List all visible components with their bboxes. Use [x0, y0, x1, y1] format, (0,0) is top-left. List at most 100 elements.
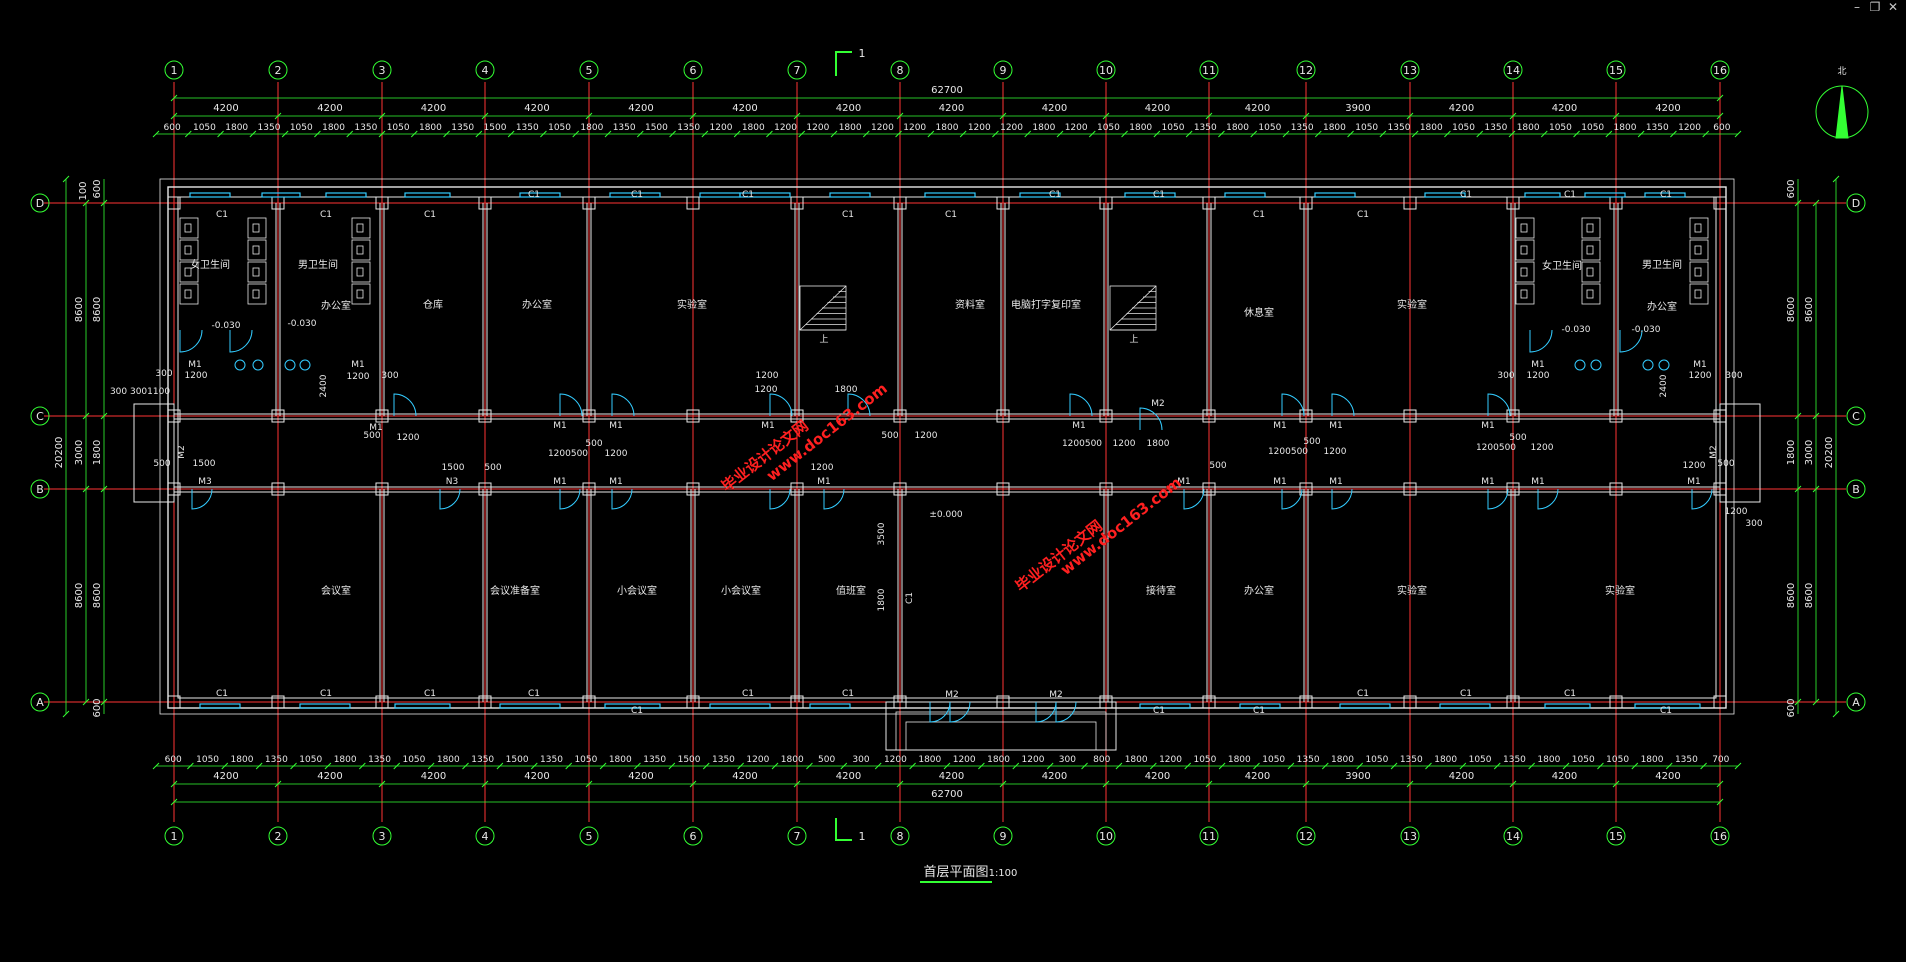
window — [261, 192, 301, 198]
door-label-m1: M1 — [369, 423, 383, 433]
dimension-tick — [217, 130, 224, 138]
grid-bubble — [1296, 60, 1316, 80]
dimension-tick — [565, 762, 573, 770]
dim-text: 1200 — [347, 372, 370, 382]
structural-column — [582, 482, 596, 496]
structural-column — [478, 409, 492, 423]
dimension-text: 1200 — [903, 123, 926, 133]
dimension-text: 1350 — [451, 123, 474, 133]
grid-bubble-label: B — [36, 483, 44, 496]
structural-column — [582, 409, 596, 423]
dimension-text: 4200 — [732, 103, 757, 114]
window-layer — [189, 192, 1701, 709]
window — [1544, 703, 1591, 709]
dimension-text: 1350 — [712, 755, 735, 765]
dimension-text: 1050 — [548, 123, 571, 133]
grid-bubble — [1096, 826, 1116, 846]
dim-text: 1200 — [915, 431, 938, 441]
dimension-text: 1350 — [1297, 755, 1320, 765]
grid-bubble-label: 12 — [1299, 830, 1313, 843]
grid-bubble-label: 16 — [1713, 830, 1727, 843]
dimension-tick — [393, 762, 401, 770]
wc-stall — [247, 283, 267, 305]
grid-bubble — [683, 60, 703, 80]
door-swing — [1139, 407, 1163, 431]
dimension-tick — [1459, 762, 1467, 770]
stair-1 — [799, 285, 847, 331]
dimension-tick — [943, 762, 951, 770]
dimension-tick — [572, 130, 580, 138]
dimension-text: 1050 — [290, 123, 313, 133]
door-arc — [1529, 329, 1553, 353]
dimension-tick — [100, 199, 108, 207]
grid-bubble — [30, 692, 50, 712]
dimension-tick — [585, 780, 593, 788]
door-arc — [229, 329, 253, 353]
grid-bubble — [993, 60, 1013, 80]
room-label-office-n1: 办公室 — [522, 298, 552, 311]
dimension-text: 1350 — [1291, 123, 1314, 133]
dimension-text: 1350 — [516, 123, 539, 133]
dimension-text: 62700 — [931, 789, 963, 800]
dimension-tick — [152, 762, 160, 770]
dimension-tick — [540, 130, 547, 138]
dimension-tick — [1812, 199, 1820, 207]
grid-bubble — [787, 826, 807, 846]
window-label-c1: C1 — [742, 190, 754, 200]
grid-bubble-label: C — [1852, 410, 1860, 423]
window-label-c1: C1 — [631, 190, 643, 200]
room-label-small-meeting-1: 小会议室 — [617, 584, 657, 597]
structural-column — [271, 695, 285, 709]
dimension-text: 1800 — [781, 755, 804, 765]
dimension-text: 1350 — [540, 755, 563, 765]
dimension-tick — [249, 130, 257, 138]
dimension-tick — [1314, 130, 1322, 138]
dimension-text: 300 — [1059, 755, 1076, 765]
close-button[interactable]: ✕ — [1887, 0, 1899, 14]
dimension-text: 4200 — [213, 771, 238, 782]
dimension-tick — [410, 130, 418, 138]
door-arc — [1487, 393, 1511, 417]
grid-bubble-label: 2 — [275, 830, 282, 843]
wc-stall — [1689, 283, 1709, 305]
grid-bubble — [1096, 60, 1116, 80]
dimension-tick — [1716, 112, 1724, 120]
dimension-text: 4200 — [421, 771, 446, 782]
dimension-text: 4200 — [1042, 771, 1067, 782]
restore-button[interactable]: ❐ — [1869, 0, 1881, 14]
dimension-tick — [1411, 130, 1419, 138]
structural-column — [167, 695, 181, 709]
grid-bubble — [890, 826, 910, 846]
room-label-lab-n2: 实验室 — [1397, 298, 1427, 311]
door-label-m1: M1 — [1687, 477, 1701, 487]
grid-bubble — [268, 826, 288, 846]
dimension-text: 1050 — [1452, 123, 1475, 133]
dimension-text: 1050 — [1549, 123, 1572, 133]
dimension-text: 1050 — [299, 755, 322, 765]
dimension-tick — [1185, 130, 1193, 138]
dimension-text: 4200 — [1145, 771, 1170, 782]
grid-bubble — [683, 826, 703, 846]
dimension-tick — [290, 762, 297, 770]
dimension-text: 4200 — [1245, 771, 1270, 782]
dimension-tick — [170, 94, 178, 102]
grid-bubble — [164, 60, 184, 80]
dim-text: 1200 — [1683, 461, 1706, 471]
dimension-tick — [1088, 130, 1096, 138]
room-label-lounge: 休息室 — [1244, 306, 1274, 319]
dimension-text: 1800 — [1434, 755, 1457, 765]
minimize-button[interactable]: – — [1854, 0, 1860, 14]
dim-text: 1800 — [835, 385, 858, 395]
grid-bubble-label: 3 — [379, 830, 386, 843]
dimension-text: 1800 — [231, 755, 254, 765]
dimension-tick — [634, 762, 641, 770]
structural-column — [271, 409, 285, 423]
dimension-tick — [1637, 130, 1645, 138]
dimension-tick — [1832, 710, 1840, 718]
section-cut-bottom — [835, 818, 852, 841]
dimension-tick — [1605, 130, 1613, 138]
north-arrow-icon — [1815, 85, 1869, 139]
structural-column — [790, 482, 804, 496]
dimension-tick — [1302, 112, 1310, 120]
